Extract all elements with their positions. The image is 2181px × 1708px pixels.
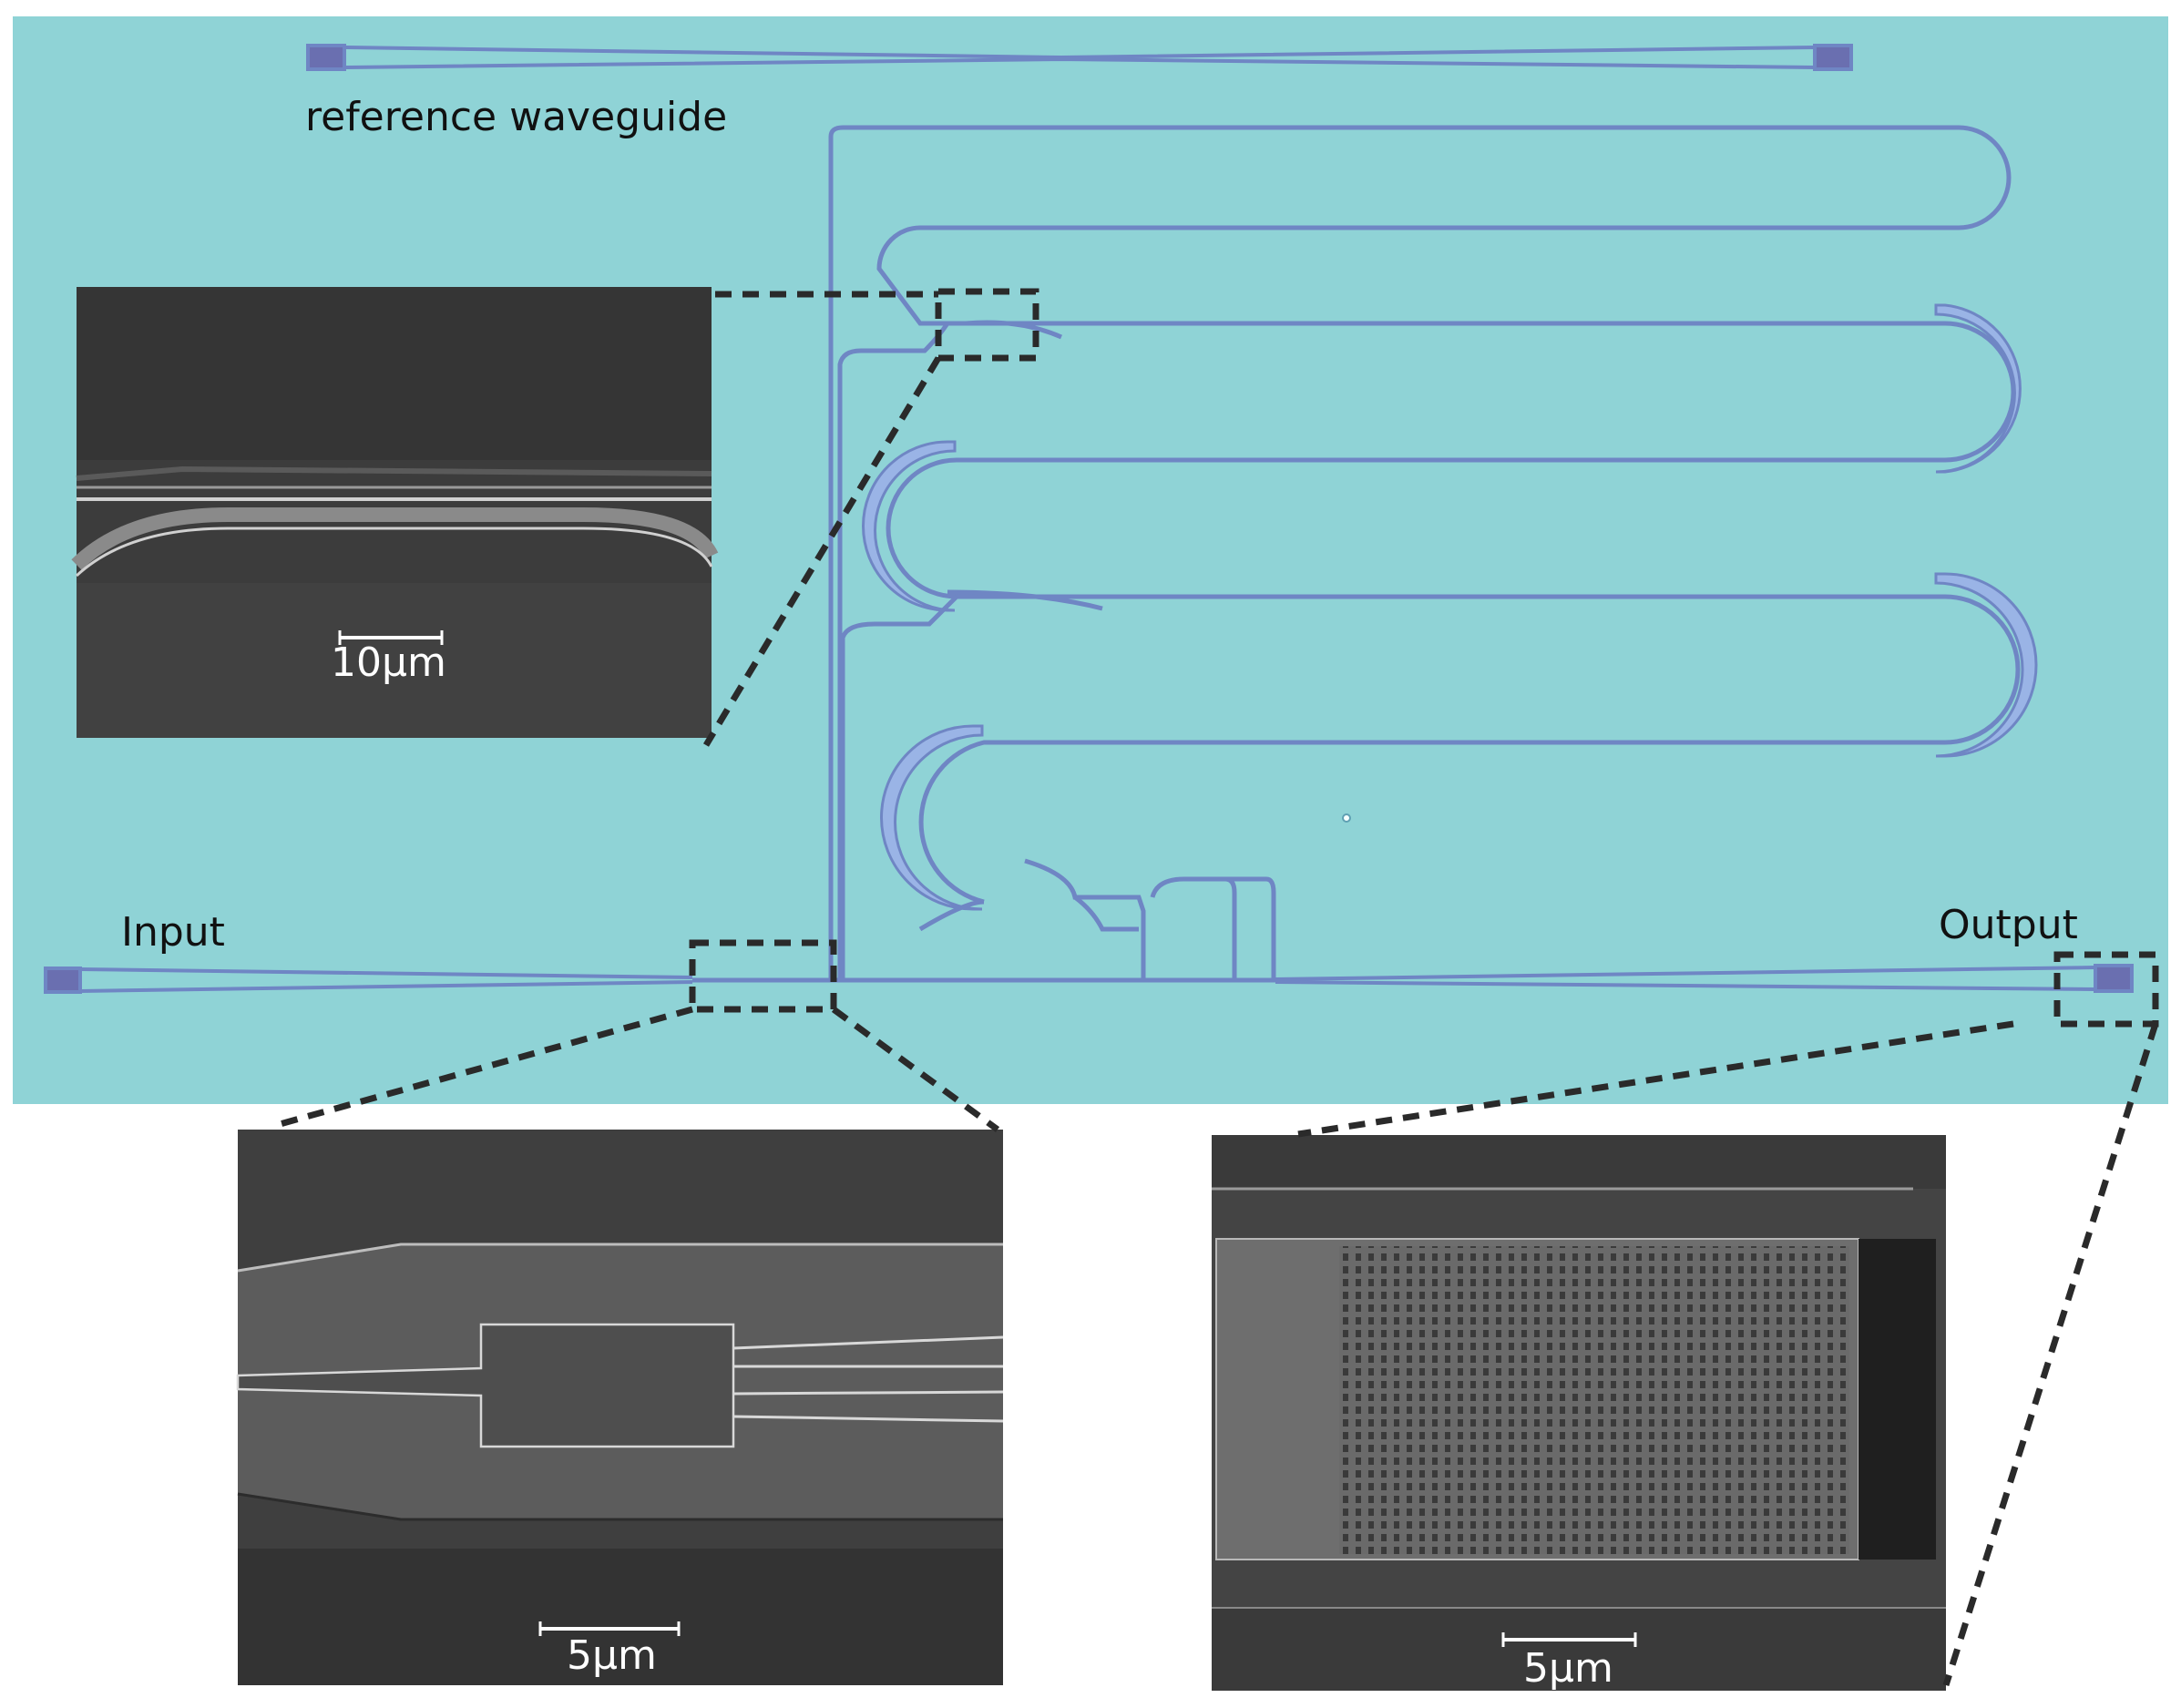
zoom-box-input bbox=[689, 939, 837, 1013]
scale-label-5um-right: 5μm bbox=[1523, 1645, 1613, 1692]
grating-holes bbox=[1339, 1246, 1849, 1554]
scale-label-5um-left: 5μm bbox=[567, 1632, 657, 1679]
sem-inset-input-splitter bbox=[236, 1130, 1004, 1685]
output-coupler bbox=[1275, 964, 2134, 993]
input-label: Input bbox=[121, 909, 225, 956]
reference-waveguide bbox=[306, 44, 1853, 71]
ring-couplers bbox=[862, 303, 2038, 911]
dust-particle bbox=[1342, 813, 1351, 823]
sem-inset-output-grating bbox=[1212, 1135, 1946, 1691]
zoom-box-output bbox=[2053, 951, 2159, 1028]
serpentine-waveguide bbox=[828, 125, 2021, 980]
scale-label-10um: 10μm bbox=[331, 639, 446, 686]
output-label: Output bbox=[1939, 902, 2078, 948]
reference-waveguide-label: reference waveguide bbox=[305, 94, 728, 140]
input-coupler bbox=[44, 967, 693, 994]
sem-inset-coupling-region bbox=[71, 287, 719, 738]
zoom-indicators bbox=[272, 288, 2159, 1687]
